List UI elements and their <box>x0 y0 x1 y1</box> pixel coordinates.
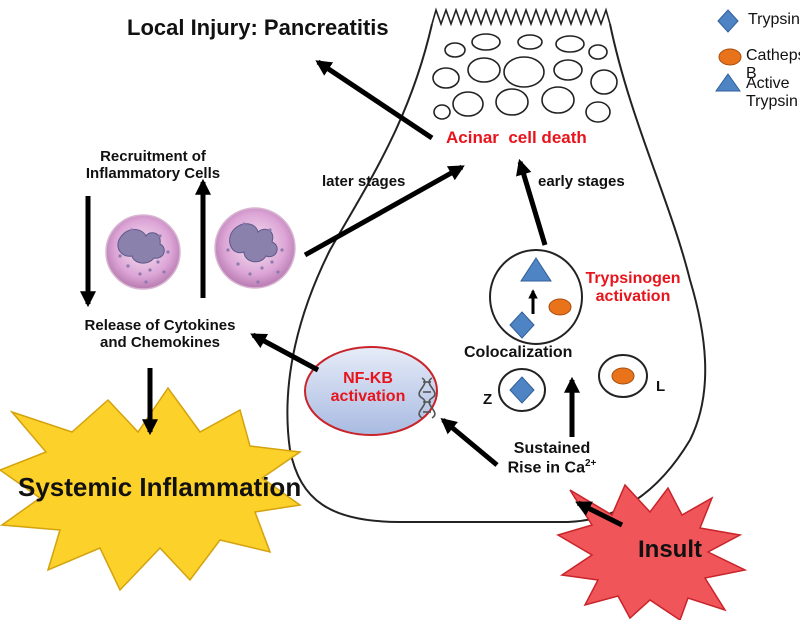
later-stages-label: later stages <box>322 173 406 190</box>
trypsinogen-activation-line-2: activation <box>595 288 671 306</box>
inflammatory-cell-right <box>214 207 296 289</box>
dna-helix-icon <box>418 377 436 419</box>
flow-arrows <box>79 59 624 528</box>
l-lysosome-label: L <box>656 378 666 395</box>
legend-shapes <box>715 9 742 92</box>
z-granule-label: Z <box>483 391 493 408</box>
nfkb-ellipse <box>304 346 438 436</box>
arrow-insult-to-calcium <box>575 500 624 528</box>
cathepsin-b-oval-icon <box>548 298 572 316</box>
trypsinogen-diamond-icon <box>717 9 739 33</box>
acinar-cell-outline <box>286 23 707 523</box>
arrow-early-stages <box>516 158 548 246</box>
sustained-calcium-label: Sustained Rise in Ca2+ <box>492 440 612 478</box>
ca-superscript: 2+ <box>584 458 597 470</box>
legend-label-trypsinogen: Trypsinogen <box>748 11 800 28</box>
trypsinogen-diamond-icon <box>509 311 535 339</box>
release-line-2: and Chemokines <box>99 334 221 352</box>
rise-in-ca-text: Rise in Ca <box>507 459 585 477</box>
cathepsin-b-oval-icon <box>718 48 742 66</box>
nfkb-label: NF-KB activation <box>318 370 418 407</box>
release-label: Release of Cytokines and Chemokines <box>50 317 270 352</box>
arrow-calcium-to-nfkb <box>440 417 499 467</box>
nfkb-line-1: NF-KB <box>343 370 393 387</box>
active-trypsin-triangle-icon <box>715 73 741 92</box>
arrow-later-stages <box>303 164 465 258</box>
recruitment-line-2: Inflammatory Cells <box>85 165 221 183</box>
nfkb-line-2: activation <box>330 388 406 406</box>
diagram-title: Local Injury: Pancreatitis <box>127 15 389 40</box>
trypsinogen-activation-label: Trypsinogen activation <box>578 270 688 307</box>
active-trypsin-triangle-icon <box>520 257 552 282</box>
arrow-nfkb-to-release <box>250 332 320 373</box>
systemic-inflammation-label: Systemic Inflammation <box>18 472 302 502</box>
sustained-line-2: Rise in Ca2+ <box>492 458 612 478</box>
insult-label: Insult <box>638 536 702 563</box>
zymogen-granules <box>432 33 618 123</box>
early-stages-label: early stages <box>538 173 625 190</box>
recruitment-line-1: Recruitment of <box>100 148 206 165</box>
colocalization-label: Colocalization <box>464 344 573 361</box>
recruitment-label: Recruitment of Inflammatory Cells <box>48 148 258 183</box>
trypsinogen-activation-line-1: Trypsinogen <box>585 270 681 287</box>
trypsinogen-diamond-icon <box>509 376 535 404</box>
inflammatory-cell-left <box>105 214 181 290</box>
systemic-burst <box>0 386 303 592</box>
acinar-cell-death-label: Acinar cell death <box>446 128 587 147</box>
cathepsin-b-oval-icon <box>611 367 635 385</box>
release-line-1: Release of Cytokines <box>84 317 236 334</box>
arrow-acinar-to-local-injury <box>315 59 434 141</box>
microvilli <box>431 7 611 27</box>
legend-label-active-trypsin: Active Trypsin <box>746 75 798 110</box>
sustained-line-1: Sustained <box>513 440 591 457</box>
legend-label-cathepsin-b: Cathepsin B <box>746 47 800 82</box>
